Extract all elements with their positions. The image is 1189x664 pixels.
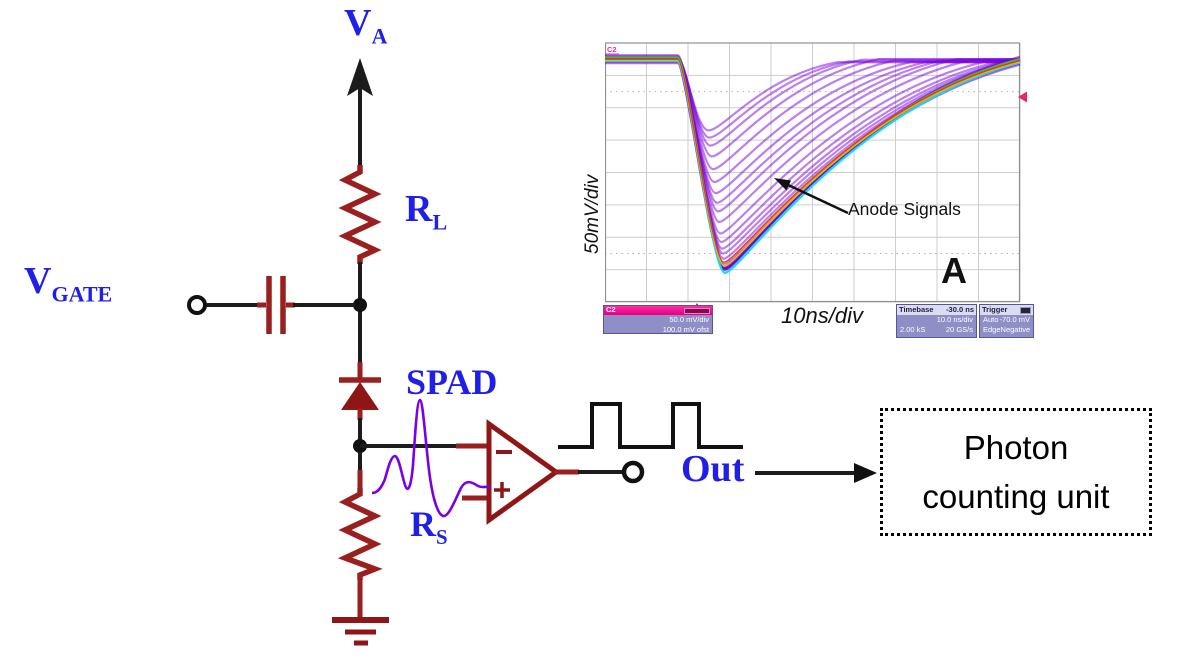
photon-box-line1: Photon	[963, 428, 1069, 466]
channel-name: C2	[606, 305, 616, 315]
trigger-level-marker-icon	[1018, 91, 1027, 103]
va-arrow	[347, 58, 373, 170]
vgate-label: VGATE	[24, 260, 113, 307]
out-label: Out	[681, 448, 745, 490]
timebase-samples: 2.00 kS	[900, 324, 926, 334]
junction-dot-top	[353, 298, 367, 312]
photon-arrow	[755, 463, 877, 483]
anode-arrow	[774, 178, 849, 215]
rl-label: RL	[405, 188, 448, 235]
scope-ylabel: 50mV/div	[582, 174, 603, 254]
channel-coupling-icon	[684, 307, 710, 314]
trigger-title: Trigger	[982, 304, 1008, 314]
channel-offset: 100.0 mV ofst	[662, 324, 709, 334]
coupling-capacitor	[266, 276, 286, 334]
rs-label: RS	[410, 504, 448, 550]
trigger-slope: Negative	[1000, 324, 1031, 334]
scope-panel-letter: A	[941, 250, 967, 291]
timebase-scale: 10.0 ns/div	[936, 314, 973, 324]
pulse-train	[558, 402, 743, 449]
photon-counting-unit-box: Photon counting unit	[880, 408, 1152, 536]
spad-label: SPAD	[406, 362, 498, 402]
trigger-level: -70.0 mV	[999, 314, 1030, 324]
vgate-terminal	[187, 295, 207, 315]
scope-xlabel: 10ns/div	[781, 303, 863, 328]
timebase-title: Timebase	[899, 304, 934, 314]
oscilloscope-graticule: C2	[605, 42, 1027, 312]
va-label: VA	[344, 2, 388, 49]
vgate-input	[187, 276, 355, 334]
anode-wire-h	[360, 443, 490, 501]
timebase-rate: 20 GS/s	[945, 324, 973, 334]
channel-status-panel: C2 50.0 mV/div 100.0 mV ofst	[603, 305, 713, 334]
trigger-type: Edge	[983, 324, 1001, 334]
rs-resistor	[337, 470, 383, 620]
comparator-plus-icon	[494, 482, 510, 498]
trigger-panel-header: Trigger	[980, 305, 1033, 315]
comparator	[486, 419, 561, 525]
scope-grid	[605, 42, 1021, 303]
trigger-mode: Auto	[983, 314, 999, 324]
photon-box-line2: counting unit	[922, 478, 1110, 515]
channel-panel-header: C2	[604, 306, 712, 315]
spad-diode	[339, 362, 381, 420]
ground-icon	[332, 617, 389, 646]
channel-scale: 50.0 mV/div	[669, 314, 709, 324]
anode-signals-label: Anode Signals	[848, 199, 961, 219]
trigger-status-panel: Trigger Auto -70.0 mV Edge Negative	[979, 304, 1034, 338]
rl-resistor	[338, 165, 382, 264]
timebase-panel-header: Timebase -30.0 ns	[897, 305, 976, 315]
trigger-source-icon	[1020, 306, 1031, 314]
anode-signal-waveform	[371, 398, 492, 518]
output-terminal	[621, 460, 645, 484]
timebase-position: -30.0 ns	[946, 304, 974, 314]
scope-traces	[605, 54, 1021, 274]
timebase-status-panel: Timebase -30.0 ns 10.0 ns/div 2.00 kS 20…	[896, 304, 977, 338]
channel-marker-label: C2	[607, 45, 617, 54]
